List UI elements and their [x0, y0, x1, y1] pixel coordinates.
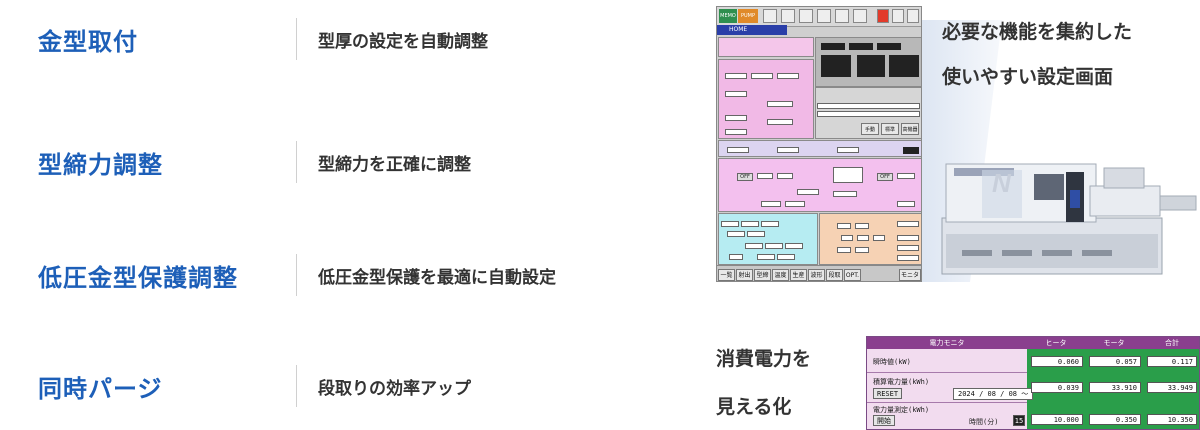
instant-total: 0.117	[1147, 356, 1197, 367]
tab-temperature[interactable]: 温度	[772, 269, 789, 281]
start-button[interactable]: 開始	[873, 415, 895, 426]
instant-motor: 0.057	[1089, 356, 1141, 367]
divider	[296, 18, 297, 60]
feature-title: 型締力調整	[38, 151, 163, 179]
tab-monitor[interactable]: モニタ	[899, 269, 921, 281]
hmi-bottom-nav: 一覧 射出 型締 温度 生産 波形 段取 OPT. モニタ	[717, 265, 921, 281]
pump-button[interactable]: PUMP	[738, 9, 758, 23]
hmi-top-bar: MEMO PUMP	[717, 7, 921, 27]
toolbar-icon[interactable]	[853, 9, 867, 23]
alarm-icon[interactable]	[877, 9, 889, 23]
tab-waveform[interactable]: 波形	[808, 269, 825, 281]
off-toggle[interactable]: OFF	[877, 173, 893, 181]
headline: 必要な機能を集約した 使いやすい設定画面	[942, 10, 1132, 100]
feature-title: 金型取付	[38, 28, 138, 56]
feature-description: 型締力を正確に調整	[318, 155, 471, 175]
measure-total: 10.350	[1147, 414, 1197, 425]
integrated-heater: 0.039	[1031, 382, 1083, 393]
power-label-line2: 見える化	[716, 396, 792, 418]
toolbar-icon[interactable]	[817, 9, 831, 23]
col-heater: ヒータ	[1045, 339, 1067, 347]
feature-clamp-force: 型締力調整 型締力を正確に調整	[0, 141, 690, 183]
power-visualization-label: 消費電力を 見える化	[716, 335, 811, 430]
feature-mold-mounting: 金型取付 型厚の設定を自動調整	[0, 18, 690, 60]
toolbar-icon[interactable]	[781, 9, 795, 23]
manual-button[interactable]: 手動	[861, 123, 879, 135]
col-motor: モータ	[1103, 339, 1125, 347]
standard-button[interactable]: 標準	[881, 123, 899, 135]
time-label: 時間(分)	[969, 418, 999, 426]
measure-motor: 0.350	[1089, 414, 1141, 425]
settings-icon[interactable]	[907, 9, 919, 23]
tab-production[interactable]: 生産	[790, 269, 807, 281]
divider	[296, 141, 297, 183]
col-total: 合計	[1165, 339, 1179, 347]
headline-line2: 使いやすい設定画面	[942, 66, 1114, 88]
tab-setup[interactable]: 段取	[826, 269, 843, 281]
injection-panel	[718, 140, 921, 157]
power-monitor-title: 電力モニタ	[929, 339, 965, 347]
feature-description: 低圧金型保護を最適に自動設定	[318, 268, 556, 288]
feature-simultaneous-purge: 同時パージ 段取りの効率アップ	[0, 365, 690, 407]
power-monitor-header: 電力モニタ ヒータ モータ 合計	[867, 337, 1199, 349]
toolbar-icon[interactable]	[763, 9, 777, 23]
edit-icon[interactable]	[892, 9, 904, 23]
home-tab[interactable]: HOME	[717, 25, 787, 35]
feature-title: 低圧金型保護調整	[38, 264, 238, 292]
feature-low-pressure-protect: 低圧金型保護調整 低圧金型保護を最適に自動設定	[0, 254, 690, 296]
purge-panel	[718, 158, 921, 212]
power-label-line1: 消費電力を	[716, 348, 812, 370]
tab-option[interactable]: OPT.	[844, 269, 861, 281]
injection-molding-machine-image: N	[941, 163, 1197, 275]
headline-line1: 必要な機能を集約した	[942, 21, 1133, 43]
memo-button[interactable]: MEMO	[719, 9, 737, 23]
clamp-panel	[718, 59, 814, 139]
mold-info-panel	[718, 37, 814, 57]
measure-label: 電力量測定(kWh)	[873, 406, 930, 414]
instant-heater: 0.060	[1031, 356, 1083, 367]
tab-clamp[interactable]: 型締	[754, 269, 771, 281]
tab-injection[interactable]: 射出	[736, 269, 753, 281]
instant-label: 瞬時値(kW)	[873, 358, 911, 366]
off-toggle[interactable]: OFF	[737, 173, 753, 181]
tab-overview[interactable]: 一覧	[718, 269, 735, 281]
reset-button[interactable]: RESET	[873, 388, 903, 399]
integrated-start-date: 2024 / 08 / 08 〜	[953, 388, 1034, 400]
hmi-settings-screen: MEMO PUMP HOME 手動 標準 高機器 OFF	[716, 6, 922, 282]
toolbar-icon[interactable]	[799, 9, 813, 23]
feature-title: 同時パージ	[38, 375, 163, 403]
toolbar-icon[interactable]	[835, 9, 849, 23]
measure-heater: 10.000	[1031, 414, 1083, 425]
integrated-label: 積算電力量(kWh)	[873, 378, 930, 386]
divider	[296, 365, 297, 407]
svg-text:N: N	[992, 168, 1012, 198]
feature-description: 型厚の設定を自動調整	[318, 32, 488, 52]
advanced-button[interactable]: 高機器	[901, 123, 919, 135]
divider	[296, 254, 297, 296]
integrated-total: 33.949	[1147, 382, 1197, 393]
feature-description: 段取りの効率アップ	[318, 379, 471, 399]
time-value-field[interactable]: 15	[1013, 415, 1025, 426]
integrated-motor: 33.910	[1089, 382, 1141, 393]
power-monitor-panel: 電力モニタ ヒータ モータ 合計 瞬時値(kW) 0.060 0.057 0.1…	[866, 336, 1200, 430]
